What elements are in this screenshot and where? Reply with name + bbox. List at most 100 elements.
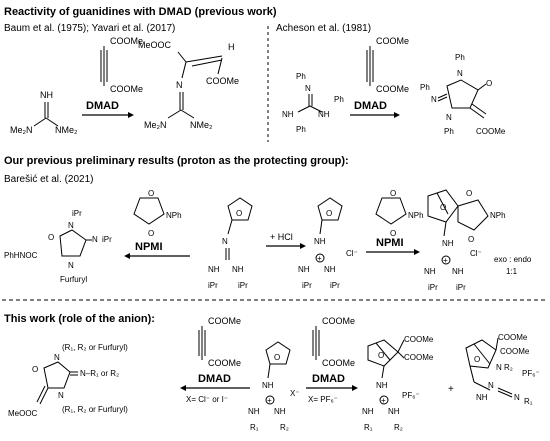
r1r2-furfuryl-label: (R₁, R₂ or Furfuryl) <box>62 405 128 414</box>
reaction-arrow-1 <box>82 112 134 118</box>
ph-label: Ph <box>296 72 306 81</box>
meooc-label: MeOOC <box>8 409 38 418</box>
imidazolone-product-structure: Ph N O Ph N N Ph COOMe <box>420 53 506 136</box>
svg-text:+: + <box>317 254 322 263</box>
nph-label: NPh <box>408 211 424 220</box>
nme2-label: NMe₂ <box>55 125 78 135</box>
reagent-dmad-3: DMAD <box>198 373 231 385</box>
reaction-arrow-7 <box>306 385 358 391</box>
o-label: O <box>466 189 472 198</box>
exo-endo-ratio: 1:1 <box>506 267 518 276</box>
n-label: N <box>68 221 74 230</box>
condition-x-cl-i: X= Cl⁻ or I⁻ <box>186 395 228 404</box>
ph-label: Ph <box>296 125 306 134</box>
n-label: N <box>488 381 494 390</box>
dmad-structure-4: COOMe COOMe <box>312 316 355 368</box>
nh-label: NH <box>40 90 53 100</box>
nh-label: NH <box>262 381 274 390</box>
reagent-hcl: + HCl <box>270 232 293 242</box>
ipr-label: iPr <box>238 281 248 290</box>
section1-refs-right: Acheson et al. (1981) <box>276 23 371 34</box>
o-label: O <box>236 209 242 218</box>
reagent-npmi-1: NPMI <box>135 241 163 253</box>
coome-label: COOMe <box>322 358 355 368</box>
nh-label: NH <box>318 110 330 119</box>
me2n-label: Me₂N <box>10 125 33 135</box>
x-minus-label: X⁻ <box>290 389 300 398</box>
npmi-structure-2: NPh O O <box>375 189 424 238</box>
reagent-dmad-1: DMAD <box>86 100 119 112</box>
n-label: N <box>92 235 98 244</box>
o-label: O <box>474 355 480 364</box>
o-label: O <box>32 365 38 374</box>
ipr-label: iPr <box>208 281 218 290</box>
n-label: N <box>54 353 60 362</box>
condition-x-pf6: X= PF₆⁻ <box>308 395 338 404</box>
nh-label: NH <box>282 110 294 119</box>
nh-label: NH <box>388 407 400 416</box>
coome-label: COOMe <box>498 333 528 342</box>
nh-label: NH <box>452 267 464 276</box>
plus-sign: + <box>448 384 454 395</box>
coome-label: COOMe <box>208 316 241 326</box>
coome-label: COOMe <box>322 316 355 326</box>
r1r2-furfuryl-label: (R₁, R₂ or Furfuryl) <box>62 343 128 352</box>
o-label: O <box>440 203 446 212</box>
nh-label: NH <box>232 265 244 274</box>
nh-label: NH <box>476 393 488 402</box>
nh-label: NH <box>324 265 336 274</box>
section3-guanidinium-salt: O NH X⁻ + NH NH R₁ R₂ <box>248 341 300 432</box>
section3-imidazolone-product: (R₁, R₂ or Furfuryl) N O N–R₁ or R₂ N (R… <box>8 343 128 418</box>
svg-text:+: + <box>381 396 386 405</box>
imidazolidinone-product-structure: iPr N N iPr O PhHNOC N Furfuryl <box>4 209 112 284</box>
ipr-label: iPr <box>302 281 312 290</box>
cl-minus-label: Cl⁻ <box>346 249 358 258</box>
n-label: N <box>222 237 228 246</box>
o-label: O <box>48 233 54 242</box>
section2-ref: Barešić et al. (2021) <box>4 174 94 185</box>
coome-label: COOMe <box>500 347 530 356</box>
section1-heading: Reactivity of guanidines with DMAD (prev… <box>4 6 277 18</box>
diphenylguanidine-structure: Ph N NH NH Ph Ph <box>282 72 344 134</box>
nh-label: NH <box>424 267 436 276</box>
nh-label: NH <box>208 265 220 274</box>
n-label: N <box>457 69 463 78</box>
ipr-label: iPr <box>72 209 82 218</box>
o-label: O <box>468 235 474 244</box>
ph-label: Ph <box>420 83 430 92</box>
product1-structure: MeOOC H COOMe N Me₂N NMe₂ <box>138 40 239 130</box>
r2-label: R₂ <box>504 363 513 372</box>
guanidinium-chloride-structure: O NH Cl⁻ + NH NH iPr iPr <box>298 197 358 290</box>
ipr-label: iPr <box>102 235 112 244</box>
coome-label: COOMe <box>476 127 506 136</box>
n-label: N <box>431 95 437 104</box>
nh-label: NH <box>274 407 286 416</box>
r1-label: R₁ <box>250 423 259 432</box>
ipr-label: iPr <box>428 283 438 292</box>
nr1r2-label: N–R₁ or R₂ <box>80 369 119 378</box>
bicyclic-cyclized-product: O COOMe COOMe N R₂ PF₆⁻ N NH N R₁ <box>465 333 540 406</box>
nh-label: NH <box>248 407 260 416</box>
ipr-label: iPr <box>456 283 466 292</box>
nh-label: NH <box>314 237 326 246</box>
coome-label: COOMe <box>376 36 409 46</box>
ph-label: Ph <box>455 53 465 62</box>
dmad-structure-2: COOMe COOMe <box>366 36 409 94</box>
reaction-arrow-3 <box>124 253 190 259</box>
furfuryl-guanidine-structure: O N NH NH iPr iPr <box>208 197 253 290</box>
nme2-label: NMe₂ <box>190 120 213 130</box>
n-label: N <box>496 363 502 372</box>
phhnoc-label: PhHNOC <box>4 251 38 260</box>
npmi-structure-1: NPh O O <box>133 189 182 238</box>
nh-label: NH <box>362 407 374 416</box>
nh-label: NH <box>376 381 388 390</box>
o-label: O <box>274 353 280 362</box>
oxanorbornadiene-product: O COOMe COOMe NH PF₆⁻ + NH NH R₁ R₂ <box>362 335 434 432</box>
nh-label: NH <box>442 239 454 248</box>
reaction-arrow-2 <box>350 112 400 118</box>
oxanorbornene-adduct-structure: O O NPh O NH Cl⁻ + NH NH iPr iPr <box>424 189 506 292</box>
n-label: N <box>446 113 452 122</box>
dmad-structure-1: COOMe COOMe <box>100 36 143 94</box>
cl-minus-label: Cl⁻ <box>470 249 482 258</box>
